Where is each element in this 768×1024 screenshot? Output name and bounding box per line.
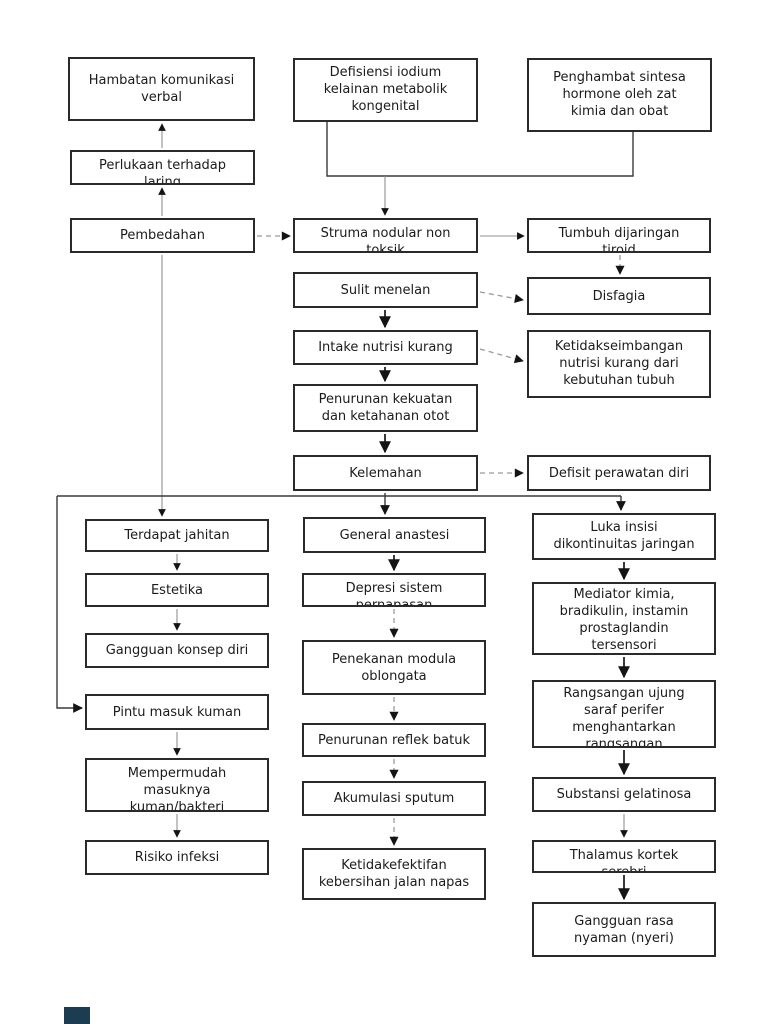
edge-branch-pintu	[56, 496, 83, 713]
node-mempermudah-masuknya-kuman: Mempermudah masuknya kuman/bakteri	[85, 758, 269, 812]
node-luka-insisi: Luka insisi dikontinuitas jaringan	[532, 513, 716, 560]
node-pembedahan: Pembedahan	[70, 218, 255, 253]
node-rangsangan-ujung-saraf: Rangsangan ujung saraf perifer menghanta…	[532, 680, 716, 748]
edge-sulit-disfagia	[479, 291, 524, 303]
node-penurunan-reflek-batuk: Penurunan reflek batuk	[302, 723, 486, 757]
node-risiko-infeksi: Risiko infeksi	[85, 840, 269, 875]
node-disfagia: Disfagia	[527, 277, 711, 315]
node-thalamus-kortek-serebri: Thalamus kortek serebri	[532, 840, 716, 873]
node-gangguan-rasa-nyaman: Gangguan rasa nyaman (nyeri)	[532, 902, 716, 957]
node-intake-nutrisi-kurang: Intake nutrisi kurang	[293, 330, 478, 365]
node-ketidakefektifan-jalan-napas: Ketidakefektifan kebersihan jalan napas	[302, 848, 486, 900]
node-general-anastesi: General anastesi	[303, 517, 486, 553]
node-substansi-gelatinosa: Substansi gelatinosa	[532, 777, 716, 812]
edge-intake-ketidakseimbangan	[479, 348, 524, 364]
node-estetika: Estetika	[85, 573, 269, 607]
node-hambatan-komunikasi-verbal: Hambatan komunikasi verbal	[68, 57, 255, 121]
node-defisiensi-iodium: Defisiensi iodium kelainan metabolik kon…	[293, 58, 478, 122]
node-terdapat-jahitan: Terdapat jahitan	[85, 519, 269, 552]
page-corner-badge	[64, 1007, 90, 1024]
node-sulit-menelan: Sulit menelan	[293, 272, 478, 308]
node-depresi-sistem-pernapasan: Depresi sistem pernapasan	[302, 573, 486, 607]
node-tumbuh-dijaringan-tiroid: Tumbuh dijaringan tiroid	[527, 218, 711, 253]
node-perlukaan-terhadap-laring: Perlukaan terhadap laring	[70, 150, 255, 185]
node-akumulasi-sputum: Akumulasi sputum	[302, 781, 486, 816]
node-gangguan-konsep-diri: Gangguan konsep diri	[85, 633, 269, 668]
node-mediator-kimia: Mediator kimia, bradikulin, instamin pro…	[532, 582, 716, 655]
node-pintu-masuk-kuman: Pintu masuk kuman	[85, 694, 269, 730]
node-penekanan-modula-oblongata: Penekanan modula oblongata	[302, 640, 486, 695]
node-defisit-perawatan-diri: Defisit perawatan diri	[527, 455, 711, 491]
node-penurunan-kekuatan-otot: Penurunan kekuatan dan ketahanan otot	[293, 384, 478, 432]
edge-top-tree	[326, 122, 634, 177]
node-kelemahan: Kelemahan	[293, 455, 478, 491]
node-penghambat-sintesa: Penghambat sintesa hormone oleh zat kimi…	[527, 58, 712, 132]
node-ketidakseimbangan-nutrisi: Ketidakseimbangan nutrisi kurang dari ke…	[527, 330, 711, 398]
node-struma-nodular-non-toksik: Struma nodular non toksik	[293, 218, 478, 253]
